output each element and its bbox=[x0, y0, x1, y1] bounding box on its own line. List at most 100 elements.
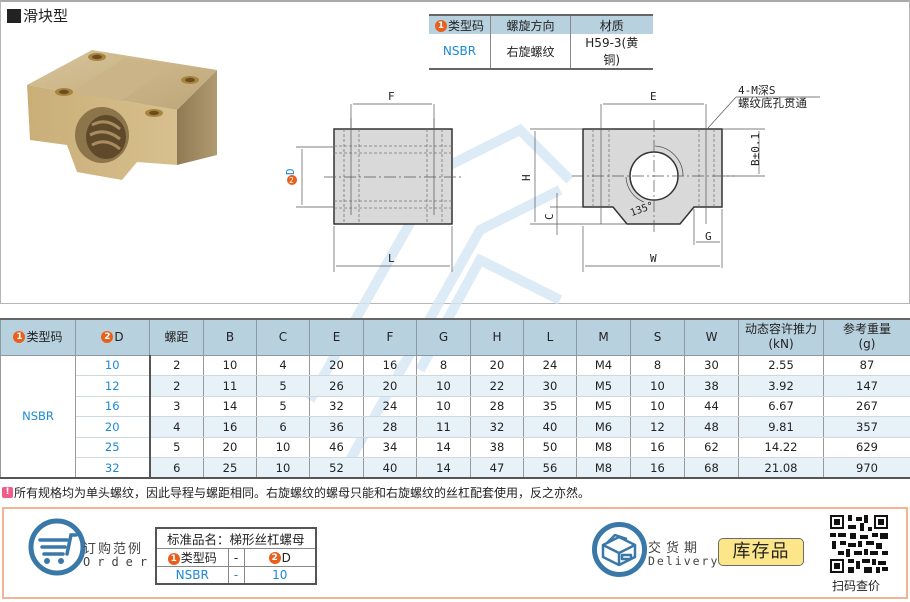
cell-B: 10 bbox=[203, 355, 257, 376]
delivery-subtitle: Delivery bbox=[648, 554, 720, 568]
table-row: 12 2 11 5 26 20 10 22 30 M5 10 38 3.92 1… bbox=[1, 375, 910, 397]
cell-L: 35 bbox=[523, 396, 577, 417]
cell-pitch: 6 bbox=[149, 457, 204, 479]
cell-L: 56 bbox=[523, 457, 577, 479]
cell-thrust: 2.55 bbox=[738, 355, 824, 376]
cell-E: 26 bbox=[309, 375, 364, 397]
cell-E: 20 bbox=[309, 355, 364, 376]
cell-D: 10 bbox=[75, 355, 151, 376]
col-header-W: W bbox=[684, 318, 739, 356]
cell-pitch: 2 bbox=[149, 375, 204, 397]
cell-M: M5 bbox=[576, 396, 631, 417]
cell-G: 14 bbox=[416, 457, 471, 479]
cell-thrust: 14.22 bbox=[738, 437, 824, 458]
qr-label: 扫码查价 bbox=[832, 579, 881, 593]
col-header-thrust: 动态容许推力(kN) bbox=[738, 318, 824, 356]
cell-weight: 267 bbox=[823, 396, 910, 417]
cell-C: 10 bbox=[256, 457, 310, 479]
cell-W: 48 bbox=[684, 416, 739, 438]
cell-G: 14 bbox=[416, 437, 471, 458]
spec-material: H59-3(黄铜) bbox=[570, 34, 653, 70]
cell-F: 16 bbox=[363, 355, 417, 376]
cell-weight: 147 bbox=[823, 375, 910, 397]
cell-D: 12 bbox=[75, 375, 151, 397]
cell-G: 11 bbox=[416, 416, 471, 438]
cell-S: 10 bbox=[630, 375, 685, 397]
badge-1-icon: 1 bbox=[435, 20, 447, 32]
cell-weight: 87 bbox=[823, 355, 910, 376]
cell-B: 16 bbox=[203, 416, 257, 438]
cell-L: 24 bbox=[523, 355, 577, 376]
cell-pitch: 4 bbox=[149, 416, 204, 438]
warning-icon: ! bbox=[2, 487, 13, 498]
col-header-C: C bbox=[256, 318, 310, 356]
order-subtitle: Order bbox=[83, 555, 155, 569]
cell-G: 10 bbox=[416, 375, 471, 397]
cell-B: 20 bbox=[203, 437, 257, 458]
cell-D: 20 bbox=[75, 416, 151, 438]
col-header-G: G bbox=[416, 318, 471, 356]
shopping-cart-icon bbox=[28, 518, 86, 576]
cell-B: 25 bbox=[203, 457, 257, 479]
order-title: 订购范例 bbox=[83, 542, 144, 557]
order-separator: - bbox=[227, 548, 245, 567]
cell-thrust: 6.67 bbox=[738, 396, 824, 417]
order-delivery-panel bbox=[2, 507, 908, 599]
spec-header-thread-direction: 螺旋方向 bbox=[490, 14, 572, 34]
col-header-L: L bbox=[523, 318, 577, 356]
table-row: 20 4 16 6 36 28 11 32 40 M6 12 48 9.81 3… bbox=[1, 416, 910, 438]
cell-H: 32 bbox=[470, 416, 524, 438]
cell-S: 10 bbox=[630, 396, 685, 417]
cell-B: 11 bbox=[203, 375, 257, 397]
cell-W: 68 bbox=[684, 457, 739, 479]
cell-H: 38 bbox=[470, 437, 524, 458]
cell-C: 5 bbox=[256, 375, 310, 397]
cell-H: 22 bbox=[470, 375, 524, 397]
col-header-pitch: 螺距 bbox=[149, 318, 204, 356]
cell-E: 32 bbox=[309, 396, 364, 417]
cell-weight: 357 bbox=[823, 416, 910, 438]
cell-H: 20 bbox=[470, 355, 524, 376]
cell-S: 12 bbox=[630, 416, 685, 438]
cell-E: 46 bbox=[309, 437, 364, 458]
table-row: 32 6 25 10 52 40 14 47 56 M8 16 68 21.08… bbox=[1, 457, 910, 479]
cell-L: 50 bbox=[523, 437, 577, 458]
cell-F: 40 bbox=[363, 457, 417, 479]
cell-M: M4 bbox=[576, 355, 631, 376]
col-header-F: F bbox=[363, 318, 417, 356]
cell-G: 10 bbox=[416, 396, 471, 417]
cell-weight: 629 bbox=[823, 437, 910, 458]
cell-thrust: 3.92 bbox=[738, 375, 824, 397]
cell-F: 24 bbox=[363, 396, 417, 417]
in-stock-button[interactable]: 库存品 bbox=[718, 538, 804, 566]
cell-F: 20 bbox=[363, 375, 417, 397]
cell-L: 40 bbox=[523, 416, 577, 438]
spec-thread-direction: 右旋螺纹 bbox=[490, 34, 572, 70]
cell-H: 47 bbox=[470, 457, 524, 479]
cell-S: 8 bbox=[630, 355, 685, 376]
table-row: NSBR 10 2 10 4 20 16 8 20 24 M4 8 30 2.5… bbox=[0, 355, 910, 479]
cell-pitch: 5 bbox=[149, 437, 204, 458]
cell-D: 25 bbox=[75, 437, 151, 458]
cell-C: 5 bbox=[256, 396, 310, 417]
cell-thrust: 21.08 bbox=[738, 457, 824, 479]
cell-pitch: 2 bbox=[149, 355, 204, 376]
qr-code-icon[interactable] bbox=[830, 515, 888, 573]
cell-M: M5 bbox=[576, 375, 631, 397]
package-box-icon bbox=[592, 522, 647, 577]
spec-header-material: 材质 bbox=[570, 14, 653, 34]
cell-M: M6 bbox=[576, 416, 631, 438]
cell-weight: 970 bbox=[823, 457, 910, 479]
cell-W: 38 bbox=[684, 375, 739, 397]
order-D-value: 10 bbox=[243, 566, 317, 584]
cell-W: 62 bbox=[684, 437, 739, 458]
table-row: 25 5 20 10 46 34 14 38 50 M8 16 62 14.22… bbox=[1, 437, 910, 458]
cell-thrust: 9.81 bbox=[738, 416, 824, 438]
order-type-code-value: NSBR bbox=[155, 566, 229, 584]
col-header-E: E bbox=[309, 318, 364, 356]
